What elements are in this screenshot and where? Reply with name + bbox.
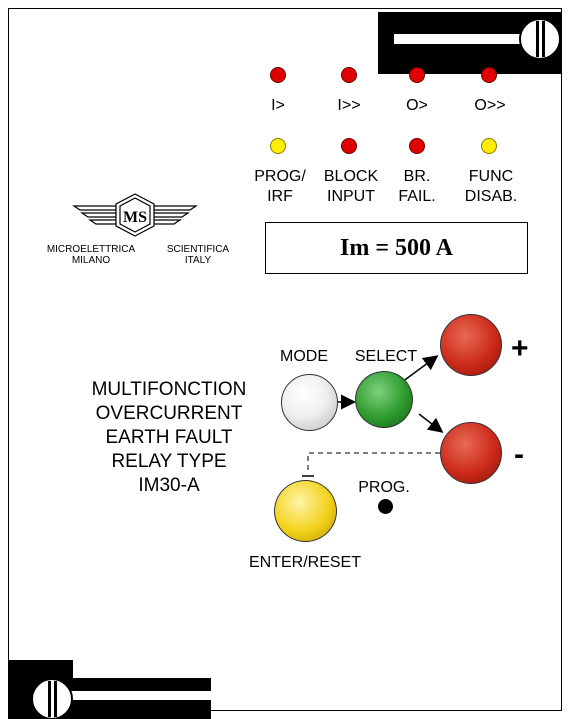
led-o-gt xyxy=(409,67,425,83)
screw-icon xyxy=(31,678,73,719)
led-label-o-gt: O> xyxy=(406,97,428,114)
arrow-select-minus xyxy=(418,413,444,433)
plus-label: + xyxy=(511,332,529,365)
led-label-line: FUNC xyxy=(468,168,514,185)
prog-label: PROG. xyxy=(358,479,410,496)
minus-button[interactable] xyxy=(440,422,502,484)
mode-button[interactable] xyxy=(281,374,338,431)
ms-logo-icon: MS xyxy=(72,193,198,237)
mode-label: MODE xyxy=(280,348,328,365)
led-label-br-fail: BR. FAIL. xyxy=(390,167,444,207)
brand-right-line2: ITALY xyxy=(184,255,212,266)
led-label-prog-irf: PROG/ IRF xyxy=(245,167,315,207)
led-i-gtgt xyxy=(341,67,357,83)
led-label-line: BLOCK xyxy=(323,168,379,185)
led-label-o-gtgt: O>> xyxy=(474,97,506,114)
enter-reset-button[interactable] xyxy=(274,480,337,542)
led-label-line: FAIL. xyxy=(398,188,436,205)
brand-right-line1: SCIENTIFICA xyxy=(166,244,230,255)
title-line: IM30-A xyxy=(138,475,200,496)
title-line: EARTH FAULT xyxy=(105,427,233,448)
title-line: RELAY TYPE xyxy=(111,451,227,472)
brand-left: MICROELETTRICA MILANO xyxy=(32,244,150,266)
led-br-fail xyxy=(409,138,425,154)
logo-text: MS xyxy=(123,209,147,226)
led-label-line: INPUT xyxy=(327,188,375,205)
dashed-link xyxy=(307,452,440,474)
led-label-block-input: BLOCK INPUT xyxy=(318,167,384,207)
bottom-screw-bracket xyxy=(8,660,211,719)
minus-label: - xyxy=(514,438,524,471)
led-block-input xyxy=(341,138,357,154)
screw-icon xyxy=(519,18,561,60)
select-label: SELECT xyxy=(354,348,418,365)
led-prog-irf xyxy=(270,138,286,154)
led-func-disab xyxy=(481,138,497,154)
device-title: MULTIFONCTION OVERCURRENT EARTH FAULT RE… xyxy=(54,378,284,498)
enter-reset-label: ENTER/RESET xyxy=(248,554,361,571)
led-o-gtgt xyxy=(481,67,497,83)
led-label-func-disab: FUNC DISAB. xyxy=(457,167,525,207)
led-label-line: DISAB. xyxy=(464,188,518,205)
led-label-i-gt: I> xyxy=(271,97,285,114)
title-line: OVERCURRENT xyxy=(95,403,243,424)
led-label-line: BR. xyxy=(403,168,431,185)
led-label-i-gtgt: I>> xyxy=(337,97,361,114)
select-button[interactable] xyxy=(355,371,413,428)
led-label-line: IRF xyxy=(267,188,293,205)
led-i-gt xyxy=(270,67,286,83)
brand-right: SCIENTIFICA ITALY xyxy=(156,244,240,266)
value-display: Im = 500 A xyxy=(265,222,528,274)
brand-left-line1: MICROELETTRICA xyxy=(46,244,136,255)
title-line: MULTIFONCTION xyxy=(91,379,247,400)
brand-left-line2: MILANO xyxy=(71,255,111,266)
plus-button[interactable] xyxy=(440,314,502,376)
top-screw-bracket xyxy=(378,12,562,74)
arrow-select-plus xyxy=(401,355,439,383)
prog-button[interactable] xyxy=(378,499,393,514)
led-label-line: PROG/ xyxy=(254,168,306,185)
